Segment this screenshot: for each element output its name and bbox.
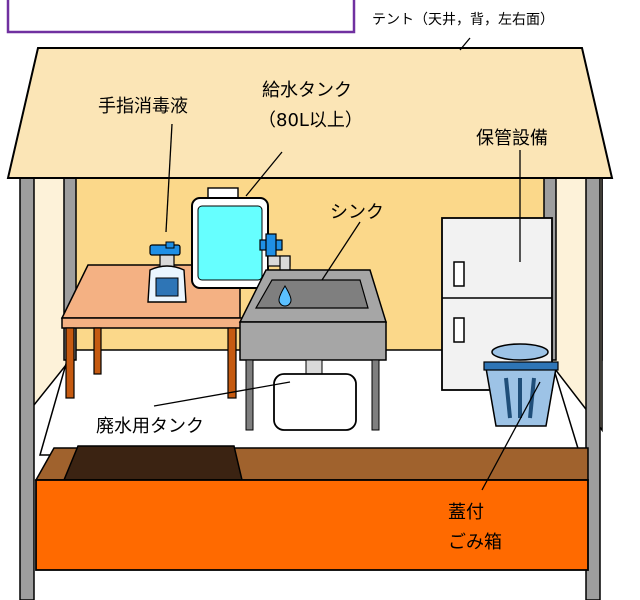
pole-front-left xyxy=(19,159,35,600)
label-water-tank: 給水タンク xyxy=(262,80,352,101)
label-water-tank-capacity: （80L以上） xyxy=(258,110,363,131)
sink-icon xyxy=(238,269,388,431)
water-tank-icon xyxy=(191,187,269,289)
table-leg xyxy=(227,327,237,399)
counter-front xyxy=(35,479,589,571)
water-drop-icon xyxy=(278,285,292,307)
leader-lines xyxy=(153,37,541,491)
label-sanitizer: 手指消毒液 xyxy=(98,96,188,117)
table-leg xyxy=(93,327,102,375)
label-trash-lid: 蓋付 xyxy=(448,502,484,523)
label-tent: テント（天井，背，左右面） xyxy=(372,12,554,28)
table-leg xyxy=(65,327,75,399)
header-box xyxy=(6,0,356,34)
label-trash-can: ごみ箱 xyxy=(448,532,502,553)
label-waste-tank: 廃水用タンク xyxy=(96,416,204,437)
counter-opening xyxy=(62,445,243,481)
label-storage: 保管設備 xyxy=(476,128,548,149)
table-edge xyxy=(61,317,245,329)
tent-roof xyxy=(6,47,614,179)
label-sink: シンク xyxy=(330,202,384,223)
waste-tank-icon xyxy=(273,373,357,431)
spray-bottle-icon xyxy=(147,241,187,303)
